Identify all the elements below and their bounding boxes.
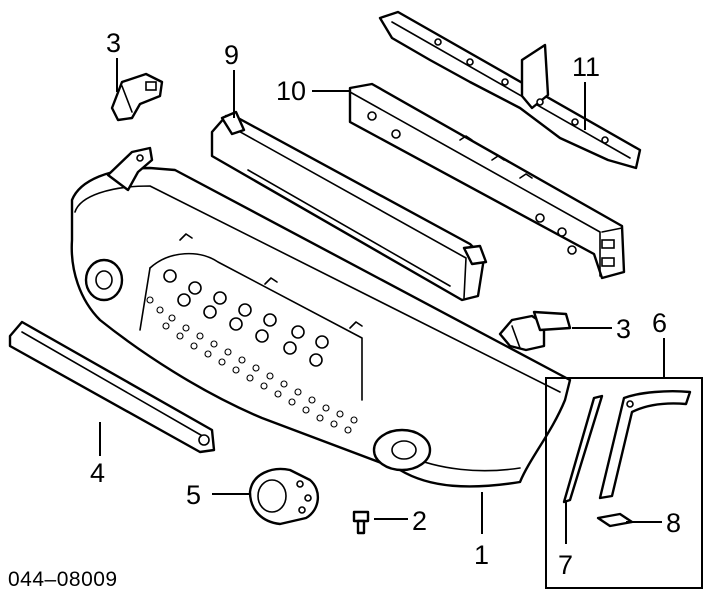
part-3-bracket-right [498,310,572,352]
callout-10: 10 [276,76,306,106]
part-3-bracket-left [110,72,164,122]
callout-2: 2 [412,506,427,536]
callout-11: 11 [572,52,600,82]
part-9-absorber [210,110,488,302]
callout-6: 6 [652,308,667,338]
part-10-bumper-beam [348,82,626,280]
part-7-strip [562,394,604,504]
part-11-reinforcement [378,10,642,170]
callout-1: 1 [474,540,489,570]
callout-9: 9 [224,40,239,70]
part-2-screw [352,510,370,535]
callout-3-upper-left: 3 [106,28,121,58]
callout-5: 5 [186,480,201,510]
callout-4: 4 [90,458,105,488]
callout-8: 8 [666,508,681,538]
diagram-reference-code: 044–08009 [8,568,118,591]
part-4-moulding [8,320,216,454]
part-1-bumper-cover [70,146,572,488]
leader-lines [99,58,665,544]
part-5-fog-bezel [248,467,319,526]
part-8-clip [596,512,634,528]
callout-7: 7 [558,550,573,580]
part-6-fender-liner [598,390,692,500]
callout-3-right: 3 [616,314,631,344]
part-6-group-box [545,377,703,589]
